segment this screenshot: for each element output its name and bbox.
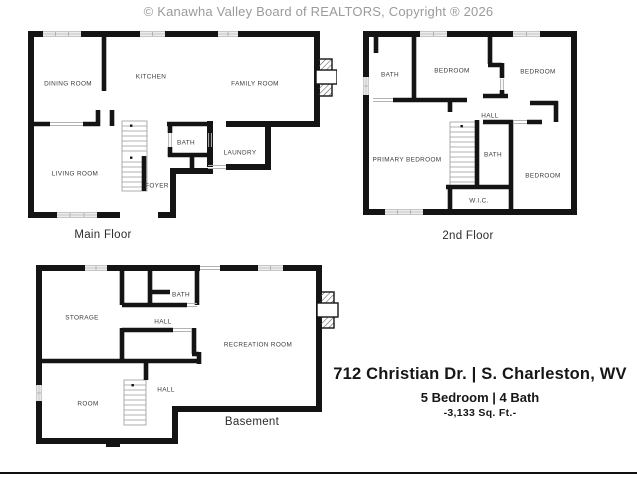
floor-label-basement: Basement xyxy=(224,416,280,428)
room-label-laundry: LAUNDRY xyxy=(224,150,257,157)
stair-arrow-icon xyxy=(131,384,134,387)
exterior-walls xyxy=(28,31,320,218)
room-label-room: ROOM xyxy=(77,401,98,408)
fireplace-icon xyxy=(315,58,337,97)
room-label-living: LIVING ROOM xyxy=(52,171,98,178)
room-label-dining: DINING ROOM xyxy=(44,81,92,88)
fireplace-icon xyxy=(316,291,339,329)
room-label-wic: W.I.C. xyxy=(469,198,489,205)
room-label-hall-upper: HALL xyxy=(154,319,171,326)
opening-trim xyxy=(373,79,527,124)
stair-arrow-icon xyxy=(130,124,133,127)
room-label-bath: BATH xyxy=(177,140,195,147)
floor-label-main: Main Floor xyxy=(74,229,132,241)
room-label-bath1: BATH xyxy=(381,72,399,79)
stairs-icon xyxy=(123,379,147,426)
room-label-bedroom2: BEDROOM xyxy=(520,69,555,76)
bottom-rule xyxy=(0,472,637,475)
stairs-icon xyxy=(121,120,148,192)
room-label-hall-lower: HALL xyxy=(157,387,174,394)
stair-arrow-icon xyxy=(130,156,133,159)
listing-address: 712 Christian Dr. | S. Charleston, WV xyxy=(333,365,627,383)
foundation-pier xyxy=(106,438,120,447)
floor-label-second: 2nd Floor xyxy=(442,230,494,242)
stairs-icon xyxy=(449,121,477,188)
opening-trim xyxy=(173,266,220,332)
stair-arrow-icon xyxy=(460,125,463,128)
room-label-kitchen: KITCHEN xyxy=(136,74,167,81)
copyright-notice: © Kanawha Valley Board of REALTORS, Copy… xyxy=(143,4,494,19)
room-label-family: FAMILY ROOM xyxy=(231,81,279,88)
room-label-foyer: FOYER xyxy=(145,183,169,190)
floor-plan-second: BATH BEDROOM BEDROOM HALL PRIMARY BEDROO… xyxy=(363,31,577,215)
room-label-bath2: BATH xyxy=(484,152,502,159)
interior-walls xyxy=(36,265,202,380)
exterior-walls xyxy=(363,31,577,215)
floor-plan-basement: STORAGE BATH HALL RECREATION ROOM HALL R… xyxy=(36,265,339,447)
interior-walls xyxy=(373,31,559,215)
room-label-hall: HALL xyxy=(481,113,498,120)
listing-title-block: 712 Christian Dr. | S. Charleston, WV 5 … xyxy=(325,365,635,419)
room-label-bath: BATH xyxy=(172,292,190,299)
window-symbol xyxy=(43,31,238,218)
window-symbol xyxy=(363,31,540,215)
listing-sqft: -3,133 Sq. Ft.- xyxy=(443,407,517,419)
room-label-primary: PRIMARY BEDROOM xyxy=(373,157,442,164)
opening-trim xyxy=(50,122,226,169)
room-label-recreation: RECREATION ROOM xyxy=(224,342,292,349)
floor-plan-main: DINING ROOM KITCHEN FAMILY ROOM LIVING R… xyxy=(28,31,337,218)
room-label-bedroom1: BEDROOM xyxy=(434,68,469,75)
window-symbol xyxy=(36,265,283,401)
interior-walls xyxy=(28,31,271,191)
room-label-bedroom3: BEDROOM xyxy=(525,173,560,180)
listing-beds-baths: 5 Bedroom | 4 Bath xyxy=(420,390,540,405)
room-label-storage: STORAGE xyxy=(65,315,99,322)
